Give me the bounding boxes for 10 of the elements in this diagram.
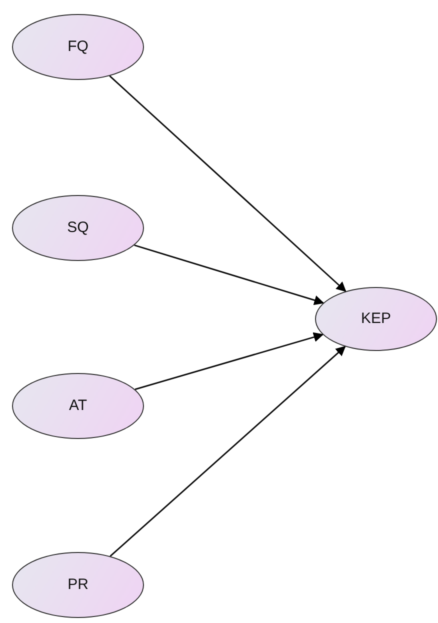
node-label: AT [68,396,88,416]
arrow [134,244,324,306]
node-label: KEP [360,308,391,329]
node-label: FQ [68,36,88,57]
node-label: SQ [67,218,89,238]
arrow [110,346,346,557]
node-label: PR [68,574,88,595]
arrow [109,75,346,292]
arrow [134,332,324,390]
ellipse-node [315,287,437,351]
